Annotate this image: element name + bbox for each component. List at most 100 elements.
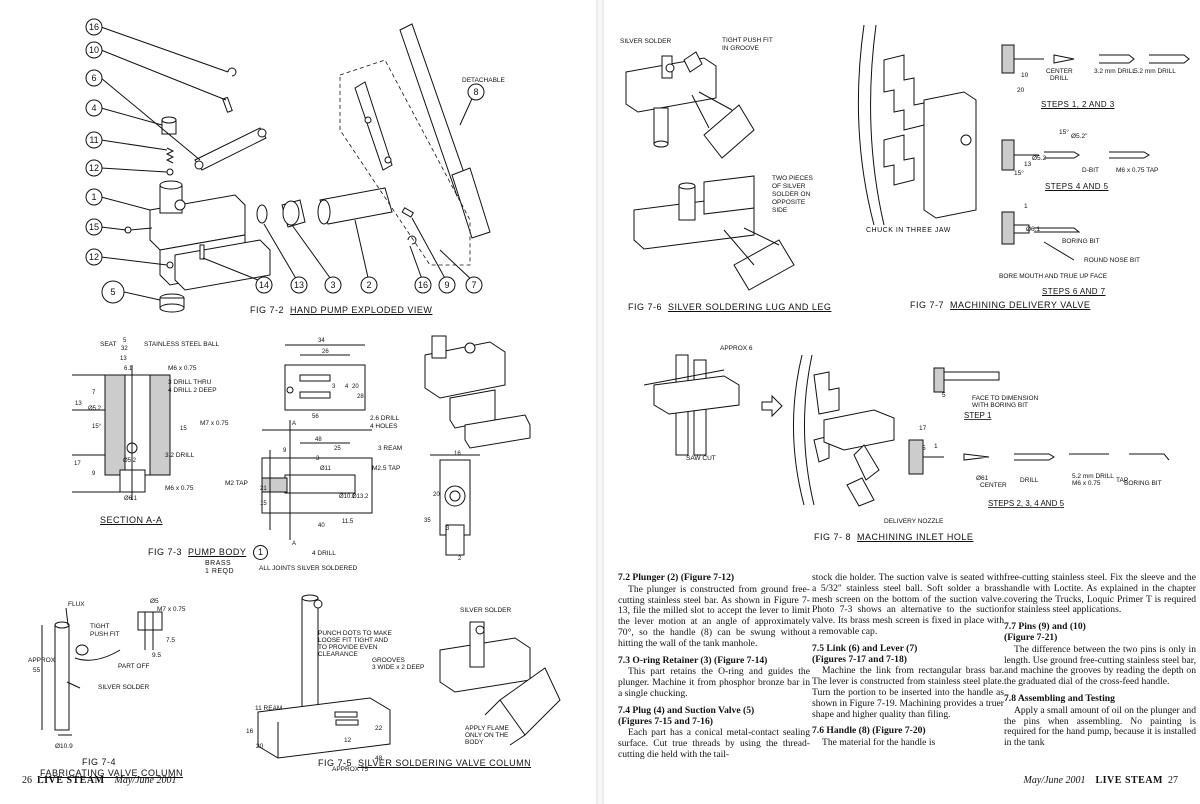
callout-number: 14 bbox=[259, 280, 269, 290]
fig-7-4-label: APPROX bbox=[28, 657, 56, 664]
steps-2-5-label: STEPS 2, 3, 4 AND 5 bbox=[988, 499, 1065, 508]
section-heading: (Figures 7-15 and 7-16) bbox=[618, 715, 713, 727]
fig-7-7-label: BORE MOUTH AND TRUE UP FACE bbox=[999, 273, 1108, 280]
callout-circle bbox=[85, 99, 103, 117]
fig-7-5-label: PUNCH DOTS TO MAKE bbox=[318, 630, 392, 637]
fig-7-7-label: 5.2 mm DRILL bbox=[1134, 68, 1176, 75]
callout-circle bbox=[438, 276, 456, 294]
dimension: A bbox=[292, 421, 296, 427]
callout-circle bbox=[85, 131, 103, 149]
note: M6 x 0.75 bbox=[168, 365, 197, 372]
dimension: Ø13.2 bbox=[352, 494, 369, 500]
dimension: 48 bbox=[315, 437, 322, 443]
fig-7-5-label: 20 bbox=[256, 743, 264, 750]
fig-7-8-label: 17 bbox=[919, 425, 927, 432]
callout-number: 13 bbox=[294, 280, 304, 290]
note: 4 DRILL bbox=[312, 550, 336, 557]
page-number-right: 27 bbox=[1168, 775, 1178, 786]
fig-7-4-label: TIGHT bbox=[90, 623, 110, 630]
dimension: 9 bbox=[283, 448, 287, 454]
fig-7-3-title: PUMP BODY bbox=[188, 547, 247, 557]
fig-7-3-quantity: 1 REQD bbox=[205, 568, 235, 575]
fig-7-5-label: 3 WIDE x 2 DEEP bbox=[372, 664, 424, 671]
callout-number: 2 bbox=[366, 280, 371, 290]
callout-number: 4 bbox=[91, 103, 96, 113]
dimension: 25 bbox=[334, 446, 341, 452]
fig-7-2-title: HAND PUMP EXPLODED VIEW bbox=[290, 305, 433, 315]
fig-7-8-label: 1 bbox=[934, 443, 938, 450]
article-column-2: stock die holder. The suction valve is s… bbox=[812, 572, 1004, 751]
dimension: 2 bbox=[458, 556, 462, 562]
fig-7-3-material: BRASS bbox=[205, 560, 232, 567]
fig-7-5-label: LOOSE FIT TIGHT AND bbox=[318, 637, 388, 644]
fig-7-5-label: SILVER SOLDER bbox=[460, 607, 511, 614]
dimension: 7 bbox=[92, 390, 96, 396]
fig-7-4-label: PUSH FIT bbox=[90, 631, 120, 638]
fig-7-5-label: TO PROVIDE EVEN bbox=[318, 644, 378, 651]
fig-7-8-label: BORING BIT bbox=[1124, 480, 1162, 487]
fig-7-8-label: SAW CUT bbox=[686, 455, 716, 462]
section-heading: (Figures 7-17 and 7-18) bbox=[812, 653, 907, 665]
fig-7-8-label: Ø61 bbox=[976, 475, 989, 482]
dimension: 35 bbox=[424, 518, 431, 524]
callout-number: 10 bbox=[89, 45, 99, 55]
callout-circle bbox=[85, 218, 103, 236]
paragraph: The material for the handle is bbox=[822, 737, 936, 749]
callout-circle bbox=[85, 69, 103, 87]
callout-number: 3 bbox=[330, 280, 335, 290]
fig-7-6-label: TIGHT PUSH FIT bbox=[722, 37, 773, 44]
fig-7-5-label: 48 bbox=[375, 755, 383, 762]
fig-7-2-number: FIG 7-2 bbox=[250, 305, 285, 315]
fig-7-4-label: 55 bbox=[33, 667, 41, 674]
callout-circle bbox=[85, 188, 103, 206]
fig-7-4-number: FIG 7-4 bbox=[82, 757, 117, 767]
callout-circle bbox=[85, 159, 103, 177]
dimension: 15 bbox=[180, 426, 187, 432]
callout-circle bbox=[414, 276, 432, 294]
fig-7-4-label: M7 x 0.75 bbox=[157, 606, 186, 613]
fig-7-8-label: DELIVERY NOZZLE bbox=[884, 518, 944, 525]
steps-6-7: STEPS 6 AND 7 bbox=[1042, 287, 1106, 296]
note: 4 HOLES bbox=[370, 423, 398, 430]
callout-circle bbox=[85, 248, 103, 266]
dimension: 20 bbox=[433, 492, 440, 498]
dimension: 56 bbox=[312, 414, 319, 420]
callout-circle bbox=[101, 280, 125, 304]
section-heading: 7.2 Plunger (2) (Figure 7-12) bbox=[618, 572, 735, 583]
fig-7-8-caption: FIG 7- 8 MACHINING INLET HOLE bbox=[814, 532, 973, 542]
callout-number: 12 bbox=[89, 252, 99, 262]
dimension: Ø10.1 bbox=[339, 494, 356, 500]
dimension: 6.1 bbox=[124, 366, 133, 372]
fig-7-4-label: 9.5 bbox=[152, 652, 161, 659]
dimension: Ø5.2 bbox=[123, 458, 137, 464]
fig-7-6-label: SILVER SOLDER bbox=[620, 38, 671, 45]
fig-7-4-label: SILVER SOLDER bbox=[98, 684, 149, 691]
fig-7-4-label: 7.5 bbox=[166, 637, 175, 644]
callout-number: 15 bbox=[89, 222, 99, 232]
chuck-label: CHUCK IN THREE JAW bbox=[866, 227, 951, 234]
step-1-label: STEP 1 bbox=[964, 411, 992, 420]
dimension: 40 bbox=[318, 523, 325, 529]
callout-number: 16 bbox=[418, 280, 428, 290]
note: 2.6 DRILL bbox=[370, 415, 400, 422]
fig-7-5-caption: FIG 7-5 SILVER SOLDERING VALVE COLUMN bbox=[318, 758, 531, 768]
dimension: 20 bbox=[352, 384, 359, 390]
fig-7-8-label: TAP bbox=[1116, 477, 1128, 484]
dimension: 26 bbox=[322, 349, 329, 355]
fig-7-6-caption: FIG 7-6 SILVER SOLDERING LUG AND LEG bbox=[628, 302, 831, 312]
dimension: 11.5 bbox=[342, 519, 354, 525]
dimension: 4 bbox=[345, 384, 349, 390]
page-number-left: 26 bbox=[22, 775, 32, 786]
fig-7-8-label: 5 bbox=[922, 445, 926, 452]
fig-7-5-label: APPLY FLAME bbox=[465, 725, 509, 732]
section-heading: 7.5 Link (6) and Lever (7) bbox=[812, 642, 918, 654]
seat-fraction-num: 5 bbox=[123, 338, 127, 344]
detachable-label: DETACHABLE bbox=[462, 77, 506, 84]
fig-7-6-label: TWO PIECES bbox=[772, 175, 813, 182]
fig-7-8-label: 5 bbox=[942, 392, 946, 399]
